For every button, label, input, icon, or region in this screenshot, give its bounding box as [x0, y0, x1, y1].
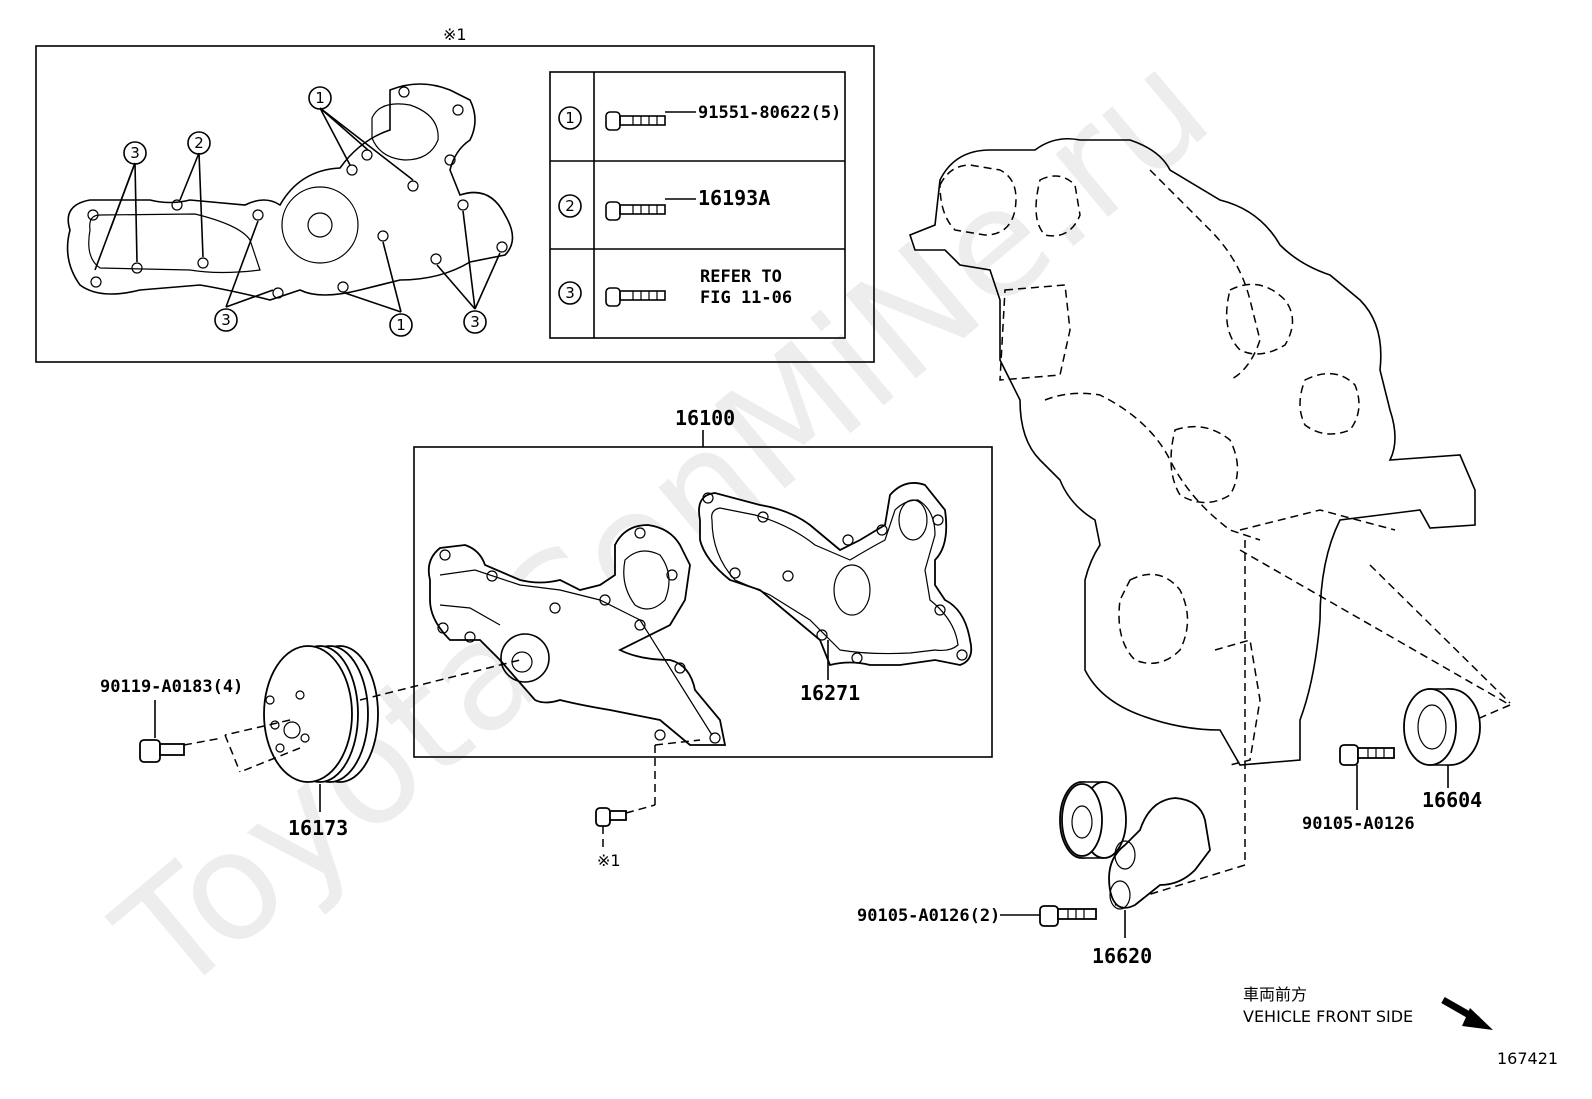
- tensioner-bolt: 90105-A0126(2): [857, 905, 1097, 927]
- callout-1-upper: 1: [308, 86, 332, 110]
- bolt-3-note-line2: FIG 11-06: [700, 288, 792, 308]
- bolt-icon: [605, 287, 666, 307]
- svg-text:2: 2: [565, 197, 575, 215]
- pump-bolt-ref: ※1: [595, 739, 701, 870]
- bolt-table-row-3: 3 REFER TO FIG 11-06: [558, 267, 792, 308]
- front-label-english: VEHICLE FRONT SIDE: [1243, 1007, 1413, 1026]
- assy-frame: [413, 446, 993, 758]
- watermark-text: ToyotaCenMiNe.ru: [86, 19, 1241, 1028]
- part-label-16271: 16271: [800, 681, 860, 705]
- bolt-1-part-number: 91551-80622(5): [698, 103, 841, 123]
- svg-text:3: 3: [130, 144, 140, 162]
- callout-2: 2: [187, 131, 211, 155]
- bolt-table: 1 91551-80622(5) 2: [549, 71, 846, 339]
- pulley-bolt: 90119-A0183(4): [100, 677, 243, 763]
- idler-bolt: 90105-A0126: [1302, 744, 1415, 834]
- callout-3-upper: 3: [123, 141, 147, 165]
- part-label-16173: 16173: [288, 816, 348, 840]
- water-pump-gasket: [698, 482, 973, 667]
- inset-panel: ※1: [35, 25, 875, 363]
- callout-1-lower: 1: [389, 313, 413, 337]
- part-label-ref-mark: ※1: [597, 851, 621, 870]
- front-label-japanese: 車両前方: [1243, 985, 1307, 1004]
- belt-tensioner: 16620: [1059, 781, 1211, 968]
- water-pump-pulley: 16173: [224, 645, 521, 840]
- svg-text:3: 3: [470, 313, 480, 331]
- timing-cover-outline: [909, 137, 1511, 906]
- water-pump-body: [427, 524, 727, 746]
- part-label-90119-A0183: 90119-A0183(4): [100, 677, 243, 697]
- figure-number: 167421: [1497, 1049, 1558, 1068]
- bolt-2-part-number: 16193A: [698, 186, 770, 210]
- water-pump-assy-group: 16100: [413, 406, 993, 758]
- inset-leaders: [94, 107, 501, 313]
- bolt-icon: [605, 201, 666, 221]
- callout-3-lower-left: 3: [214, 308, 238, 332]
- inset-frame: [35, 45, 875, 363]
- svg-text:2: 2: [194, 134, 204, 152]
- svg-text:1: 1: [396, 316, 406, 334]
- callout-3-lower-right: 3: [463, 310, 487, 334]
- svg-text:3: 3: [221, 311, 231, 329]
- part-label-16604: 16604: [1422, 788, 1482, 812]
- part-label-90105-A0126: 90105-A0126: [1302, 814, 1415, 834]
- svg-text:1: 1: [315, 89, 325, 107]
- idler-pulley: 16604: [1403, 688, 1482, 812]
- inset-ref-mark: ※1: [443, 25, 467, 44]
- bolt-3-note-line1: REFER TO: [700, 267, 782, 287]
- front-arrow-icon: [1441, 996, 1493, 1030]
- part-label-90105-A0126-2: 90105-A0126(2): [857, 906, 1000, 926]
- part-label-16100: 16100: [675, 406, 735, 430]
- bolt-table-row-1: 1 91551-80622(5): [558, 103, 841, 131]
- inset-pump-outline: [66, 83, 514, 301]
- vehicle-front-note: 車両前方 VEHICLE FRONT SIDE: [1243, 985, 1493, 1030]
- part-label-16620: 16620: [1092, 944, 1152, 968]
- svg-text:1: 1: [565, 109, 575, 127]
- bolt-icon: [605, 111, 666, 131]
- bolt-table-row-2: 2 16193A: [558, 186, 770, 221]
- svg-text:3: 3: [565, 284, 575, 302]
